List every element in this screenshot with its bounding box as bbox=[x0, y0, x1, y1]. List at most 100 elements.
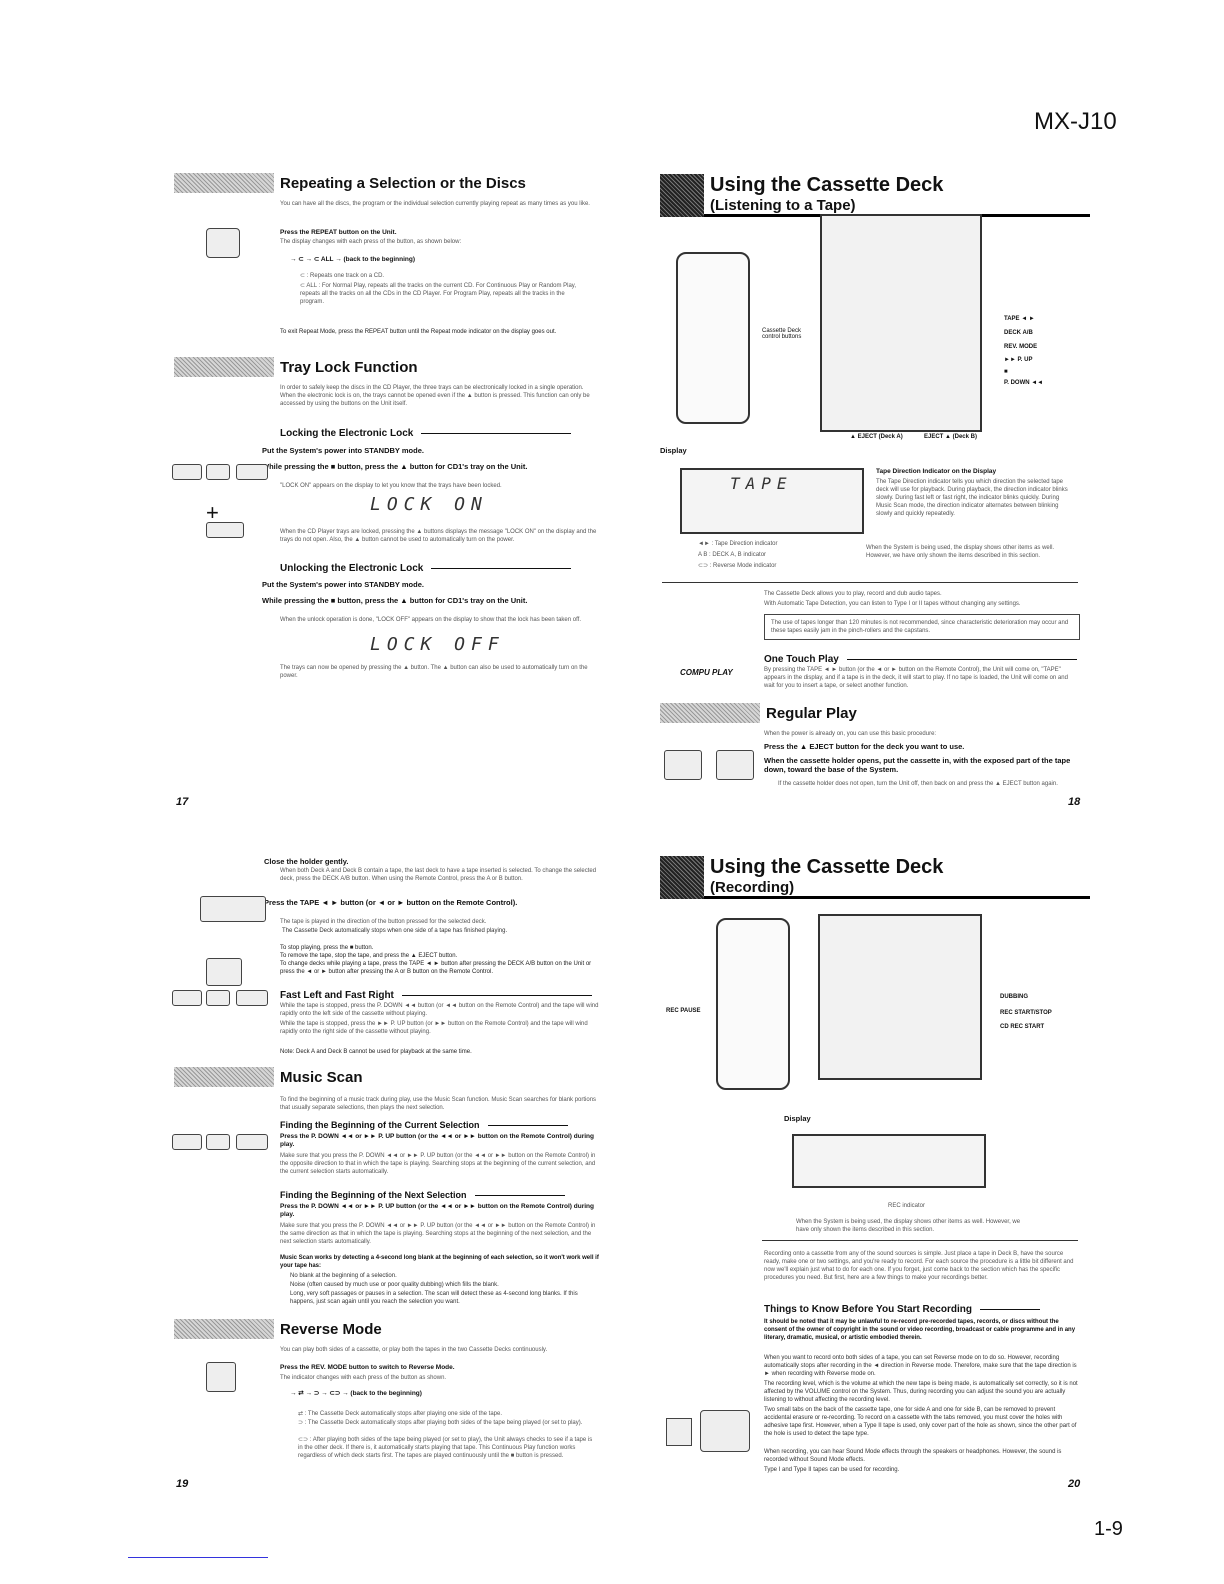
header-bar bbox=[174, 357, 274, 377]
step-3-desc: When both Deck A and Deck B contain a ta… bbox=[280, 868, 597, 882]
reverse-option-1: ⇄ : The Cassette Deck automatically stop… bbox=[298, 1411, 503, 1417]
caution-text: The use of tapes longer than 120 minutes… bbox=[771, 620, 1069, 634]
label-tape: TAPE ◄ ► bbox=[1004, 316, 1035, 322]
section-recording-header: Using the Cassette Deck (Recording) bbox=[660, 856, 1090, 899]
subheading-rule bbox=[979, 1309, 1040, 1310]
things-bullet-4: Two small tabs on the back of the casset… bbox=[764, 1407, 1077, 1437]
header-bar bbox=[174, 1067, 274, 1087]
cassette-intro: The Cassette Deck allows you to play, re… bbox=[764, 591, 942, 597]
current-selection-subheading: Finding the Beginning of the Current Sel… bbox=[280, 1120, 568, 1130]
page-number-18: 18 bbox=[1068, 796, 1081, 808]
things-bullet-2: When you want to record onto both sides … bbox=[764, 1355, 1077, 1377]
things-bullet-6: Type I and Type II tapes can be used for… bbox=[764, 1467, 900, 1473]
header-subtitle: (Listening to a Tape) bbox=[710, 197, 856, 214]
step-4-note: The Cassette Deck automatically stops wh… bbox=[282, 928, 508, 934]
unlock-after: The trays can now be opened by pressing … bbox=[280, 665, 588, 679]
label-stop: ■ bbox=[1004, 369, 1008, 375]
header-bar bbox=[174, 1319, 274, 1339]
step-3-close: Close the holder gently. bbox=[264, 857, 349, 866]
label-cd-rec-start: CD REC START bbox=[1000, 1024, 1045, 1030]
page-number-20: 20 bbox=[1068, 1478, 1081, 1490]
regular-play-intro: When the power is already on, you can us… bbox=[764, 731, 937, 737]
unlock-desc: When the unlock operation is done, "LOCK… bbox=[280, 617, 581, 623]
lock-on-display: LOCK ON bbox=[370, 494, 488, 515]
section-title: Music Scan bbox=[280, 1068, 363, 1086]
music-scan-warning: Music Scan works by detecting a 4-second… bbox=[280, 1255, 599, 1269]
eject-button-icon bbox=[236, 464, 268, 480]
repeat-press: Press the REPEAT button on the Unit. bbox=[280, 229, 397, 236]
remote-button-icon bbox=[206, 958, 242, 986]
label-dubbing: DUBBING bbox=[1000, 994, 1028, 1000]
eject-a-button-icon bbox=[664, 750, 702, 780]
subheading-rule bbox=[846, 659, 1077, 660]
reverse-cycle: → ⇄ → ⊃ → ⊂⊃ → (back to the beginning) bbox=[290, 1390, 422, 1397]
things-bullet-1: It should be noted that it may be unlawf… bbox=[764, 1319, 1076, 1341]
model-number: MX-J10 bbox=[1034, 108, 1117, 135]
repeat-press-desc: The display changes with each press of t… bbox=[280, 239, 462, 245]
subheading-text: Fast Left and Fast Right bbox=[280, 990, 394, 1001]
regular-play-step-2: When the cassette holder opens, put the … bbox=[764, 756, 1071, 774]
rec-indicator-label: REC indicator bbox=[888, 1203, 926, 1209]
sheet-page-number: 1-9 bbox=[1094, 1518, 1123, 1540]
repeat-intro: You can have all the discs, the program … bbox=[280, 201, 590, 207]
reverse-option-2: ⊃ : The Cassette Deck automatically stop… bbox=[298, 1420, 583, 1426]
regular-play-note: If the cassette holder does not open, tu… bbox=[778, 781, 1058, 787]
music-scan-bullet-2: Noise (often caused by much use or poor … bbox=[290, 1282, 499, 1288]
section-reverse-mode-header: Reverse Mode bbox=[174, 1318, 382, 1340]
eject-b-button-icon bbox=[716, 750, 754, 780]
next-selection-press: Press the P. DOWN ◄◄ or ►► P. UP button … bbox=[280, 1203, 594, 1218]
header-bar bbox=[660, 703, 760, 723]
header-block bbox=[660, 856, 704, 899]
subheading-text: Finding the Beginning of the Current Sel… bbox=[280, 1120, 480, 1130]
caution-box: The use of tapes longer than 120 minutes… bbox=[764, 614, 1080, 640]
lock-off-display: LOCK OFF bbox=[370, 634, 505, 655]
subheading-text: Unlocking the Electronic Lock bbox=[280, 563, 424, 574]
rec-display-illustration bbox=[792, 1134, 986, 1188]
legend-direction: ◄► : Tape Direction indicator bbox=[698, 541, 778, 547]
unlocking-subheading: Unlocking the Electronic Lock bbox=[280, 563, 572, 574]
subheading-text: Locking the Electronic Lock bbox=[280, 428, 414, 439]
display-note: When the System is being used, the displ… bbox=[866, 545, 1055, 559]
repeat-option-2: ⊂ ALL : For Normal Play, repeats all the… bbox=[300, 283, 577, 305]
header-bar bbox=[174, 173, 274, 193]
regular-play-step-1: Press the ▲ EJECT button for the deck yo… bbox=[764, 742, 965, 751]
lock-step-1: Put the System's power into STANDBY mode… bbox=[262, 446, 424, 455]
things-bullet-3: The recording level, which is the volume… bbox=[764, 1381, 1078, 1403]
tape-display-illustration bbox=[680, 468, 864, 534]
repeat-cycle: → ⊂ → ⊂ ALL → (back to the beginning) bbox=[290, 256, 416, 263]
one-touch-subheading: One Touch Play bbox=[764, 654, 1077, 665]
stop-playing: To stop playing, press the ■ button. bbox=[280, 945, 374, 951]
label-eject-a: ▲ EJECT (Deck A) bbox=[850, 434, 903, 440]
repeat-option-1: ⊂ : Repeats one track on a CD. bbox=[300, 273, 385, 279]
page-number-19: 19 bbox=[176, 1478, 189, 1490]
stop-button-icon bbox=[206, 1134, 230, 1150]
header-title: Using the Cassette Deck bbox=[710, 174, 944, 196]
music-scan-intro: To find the beginning of a music track d… bbox=[280, 1097, 597, 1111]
change-decks: To change decks while playing a tape, pr… bbox=[280, 961, 592, 975]
hand-press-icon bbox=[206, 228, 240, 258]
cassette-intro-2: With Automatic Tape Detection, you can l… bbox=[764, 601, 1021, 607]
section-traylock-header: Tray Lock Function bbox=[174, 356, 418, 378]
fast-right: While the tape is stopped, press the ►► … bbox=[280, 1021, 588, 1035]
section-repeat-header: Repeating a Selection or the Discs bbox=[174, 172, 526, 194]
current-selection-press: Press the P. DOWN ◄◄ or ►► P. UP button … bbox=[280, 1133, 594, 1148]
section-listening-header: Using the Cassette Deck (Listening to a … bbox=[660, 174, 1090, 217]
locking-subheading: Locking the Electronic Lock bbox=[280, 428, 572, 439]
subheading-rule bbox=[401, 995, 592, 996]
section-title: Tray Lock Function bbox=[280, 358, 418, 376]
fast-subheading: Fast Left and Fast Right bbox=[280, 990, 592, 1001]
header-block bbox=[660, 174, 704, 217]
step-4-play: Press the TAPE ◄ ► button (or ◄ or ► but… bbox=[264, 898, 518, 907]
subheading-text: One Touch Play bbox=[764, 654, 839, 665]
label-p-down: P. DOWN ◄◄ bbox=[1004, 380, 1044, 386]
remote-control-illustration bbox=[716, 918, 790, 1090]
p-up-button-icon bbox=[236, 1134, 268, 1150]
p-down-button-icon bbox=[172, 990, 202, 1006]
section-music-scan-header: Music Scan bbox=[174, 1066, 363, 1088]
p-up-button-icon bbox=[236, 990, 268, 1006]
header-text: Using the Cassette Deck (Recording) bbox=[704, 856, 1090, 899]
traylock-intro: In order to safely keep the discs in the… bbox=[280, 385, 590, 407]
subheading-rule bbox=[431, 568, 572, 569]
recording-intro: Recording onto a cassette from any of th… bbox=[764, 1251, 1074, 1281]
section-title: Repeating a Selection or the Discs bbox=[280, 174, 526, 192]
